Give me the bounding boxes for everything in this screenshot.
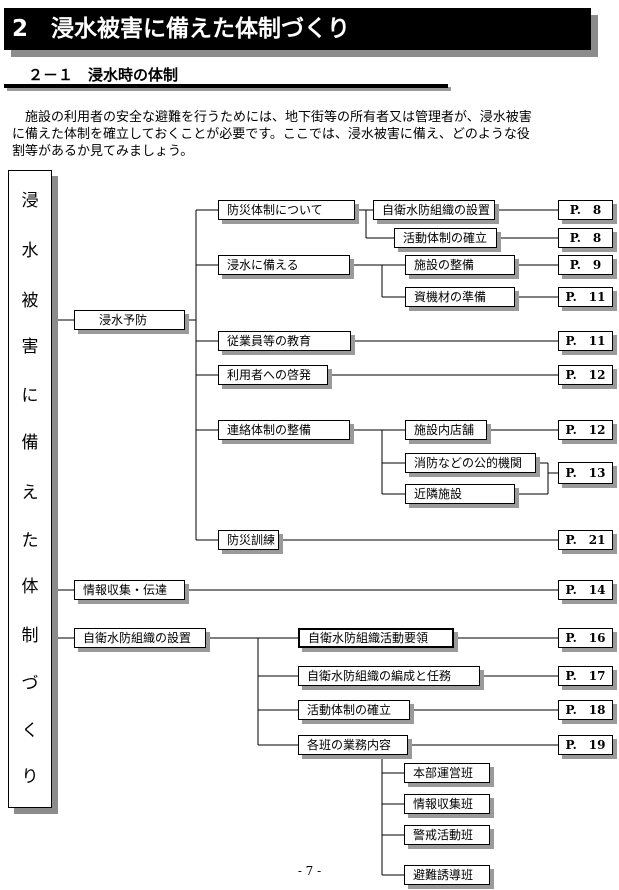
vertical-char: 制 <box>21 626 39 646</box>
vertical-char: づ <box>21 674 39 694</box>
node-user-awareness: 利用者への啓発 <box>218 365 328 385</box>
vertical-char: え <box>21 483 39 503</box>
page-ref: P. 17 <box>558 666 613 686</box>
node-flood-prep: 浸水に備える <box>218 255 350 275</box>
chapter-title: 2 浸水被害に備えた体制づくり <box>4 8 591 50</box>
node-info-gathering: 情報収集・伝達 <box>74 580 185 600</box>
node-flood-prevention: 浸水予防 <box>74 310 185 330</box>
intro-line-2: に備えた体制を確立しておくことが必要です。ここでは、浸水被害に備え、どのような役 <box>12 127 530 142</box>
node-disaster-system: 防災体制について <box>218 200 355 220</box>
intro-line-1: 施設の利用者の安全な避難を行うためには、地下街等の所有者又は管理者が、浸水被害 <box>12 110 532 125</box>
vertical-char: 備 <box>21 433 39 453</box>
vertical-char: 水 <box>21 241 39 261</box>
page-ref: P. 8 <box>558 228 613 248</box>
vertical-char: 浸 <box>21 191 39 211</box>
vertical-char: た <box>21 531 39 551</box>
vertical-char: 害 <box>21 337 39 357</box>
node-org-setup: 自衛水防組織の設置 <box>74 628 206 648</box>
vertical-char: 体 <box>21 577 39 597</box>
intro-line-3: 割等があるか見てみましょう。 <box>12 144 194 159</box>
node-staff-education: 従業員等の教育 <box>218 331 351 351</box>
node-org-setup-sub: 自衛水防組織の設置 <box>373 200 495 220</box>
node-activity-setup-sub: 活動体制の確立 <box>394 228 497 248</box>
node-disaster-drill: 防災訓練 <box>218 530 279 550</box>
page-ref: P. 21 <box>558 530 613 550</box>
page-ref: P. 8 <box>558 200 613 220</box>
node-public-agencies: 消防などの公的機関 <box>405 453 536 473</box>
node-team-hq: 本部運営班 <box>404 763 490 783</box>
vertical-char: に <box>21 386 39 406</box>
page-ref: P. 11 <box>558 331 613 351</box>
page-ref: P. 18 <box>558 700 613 720</box>
page-number: - 7 - <box>297 864 322 878</box>
node-team-alert: 警戒活動班 <box>404 825 490 845</box>
page-ref: P. 16 <box>558 628 613 648</box>
page-ref: P. 12 <box>558 365 613 385</box>
vertical-title-box: 浸 水 被 害 に 備 え た 体 制 づ く り <box>8 170 52 808</box>
page-ref: P. 11 <box>558 287 613 307</box>
page-ref: P. 12 <box>558 420 613 440</box>
page-ref: P. 19 <box>558 735 613 755</box>
vertical-char: り <box>21 767 39 787</box>
node-org-guideline: 自衛水防組織活動要領 <box>298 628 454 648</box>
vertical-char: 被 <box>21 291 39 311</box>
page-ref: P. 14 <box>558 580 613 600</box>
node-org-formation: 自衛水防組織の編成と任務 <box>298 666 480 686</box>
section-rule <box>4 84 448 88</box>
node-tenants: 施設内店舗 <box>405 420 487 440</box>
node-neighbors: 近隣施設 <box>405 484 515 504</box>
node-contact-system: 連絡体制の整備 <box>218 420 350 440</box>
section-title: ２－１ 浸水時の体制 <box>28 66 179 84</box>
page-ref: P. 9 <box>558 255 613 275</box>
node-team-evacuation: 避難誘導班 <box>404 865 490 885</box>
node-team-info: 情報収集班 <box>404 794 490 814</box>
node-materials: 資機材の準備 <box>405 287 515 307</box>
node-org-activity: 活動体制の確立 <box>298 700 410 720</box>
page-ref: P. 13 <box>558 462 613 484</box>
vertical-char: く <box>21 721 39 741</box>
node-team-duties: 各班の業務内容 <box>298 735 408 755</box>
node-facility-maintenance: 施設の整備 <box>405 255 515 275</box>
